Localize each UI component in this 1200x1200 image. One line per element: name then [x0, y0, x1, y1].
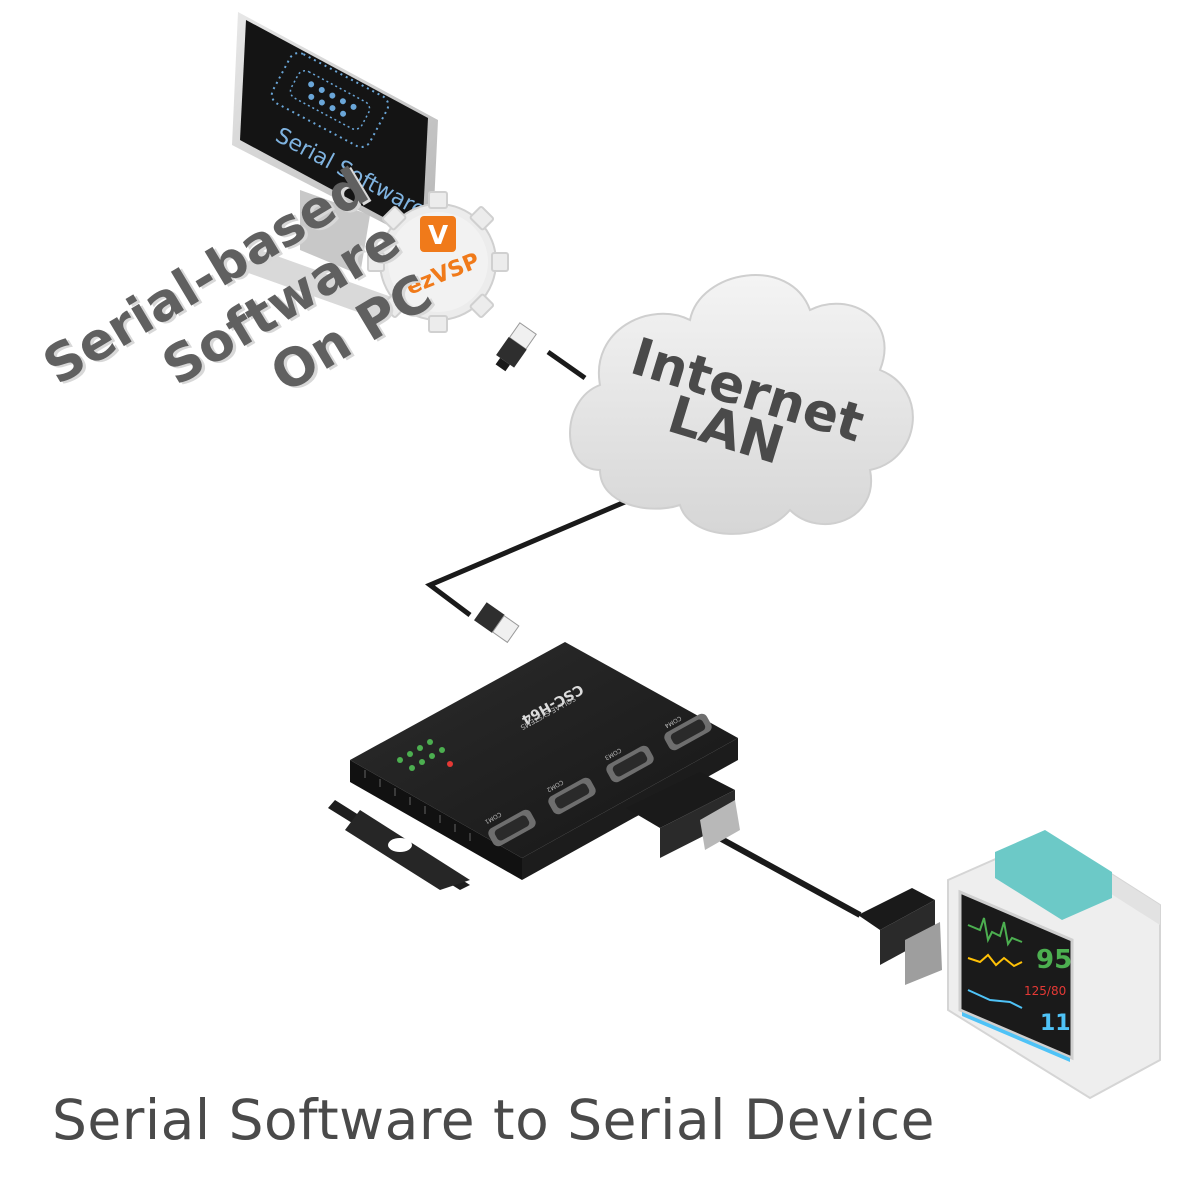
gear-icon [367, 191, 509, 333]
db9-connector-medical [858, 888, 942, 985]
blood-pressure-value: 125/80 [1024, 984, 1066, 998]
db9-port [548, 777, 596, 815]
ethernet-cable-lower [425, 467, 701, 617]
ecg-waveform [967, 917, 1023, 947]
spo2-value: 11 [1040, 1011, 1071, 1036]
ezvsp-logo-letter: V [428, 221, 448, 251]
internet-cloud: Internet LAN [569, 274, 914, 535]
db9-port [488, 809, 536, 847]
serial-cable [703, 827, 862, 918]
ethernet-cable-upper [546, 349, 587, 381]
vitals-screen [958, 889, 1074, 1061]
medical-monitor: 95 125/80 11 [947, 830, 1161, 1100]
db9-port [606, 745, 654, 783]
ezvsp-badge: V ezVSP [367, 191, 509, 333]
diagram-caption: Serial Software to Serial Device [52, 1088, 935, 1152]
rj45-plug-device [474, 602, 520, 644]
rj45-plug-pc [495, 322, 537, 372]
monitor-screen [240, 20, 428, 238]
serial-device-server: CSC-H64 SOLLAE SYSTEMS COM1 COM2 COM3 CO… [328, 642, 738, 890]
ezvsp-logo-icon: V [420, 216, 456, 252]
heart-rate-value: 95 [1036, 945, 1072, 975]
status-leds [397, 739, 453, 771]
db9-cable-connector [626, 772, 740, 858]
db9-port [664, 713, 712, 751]
monitor-top-bar [995, 830, 1112, 920]
mounting-hole [388, 838, 412, 852]
